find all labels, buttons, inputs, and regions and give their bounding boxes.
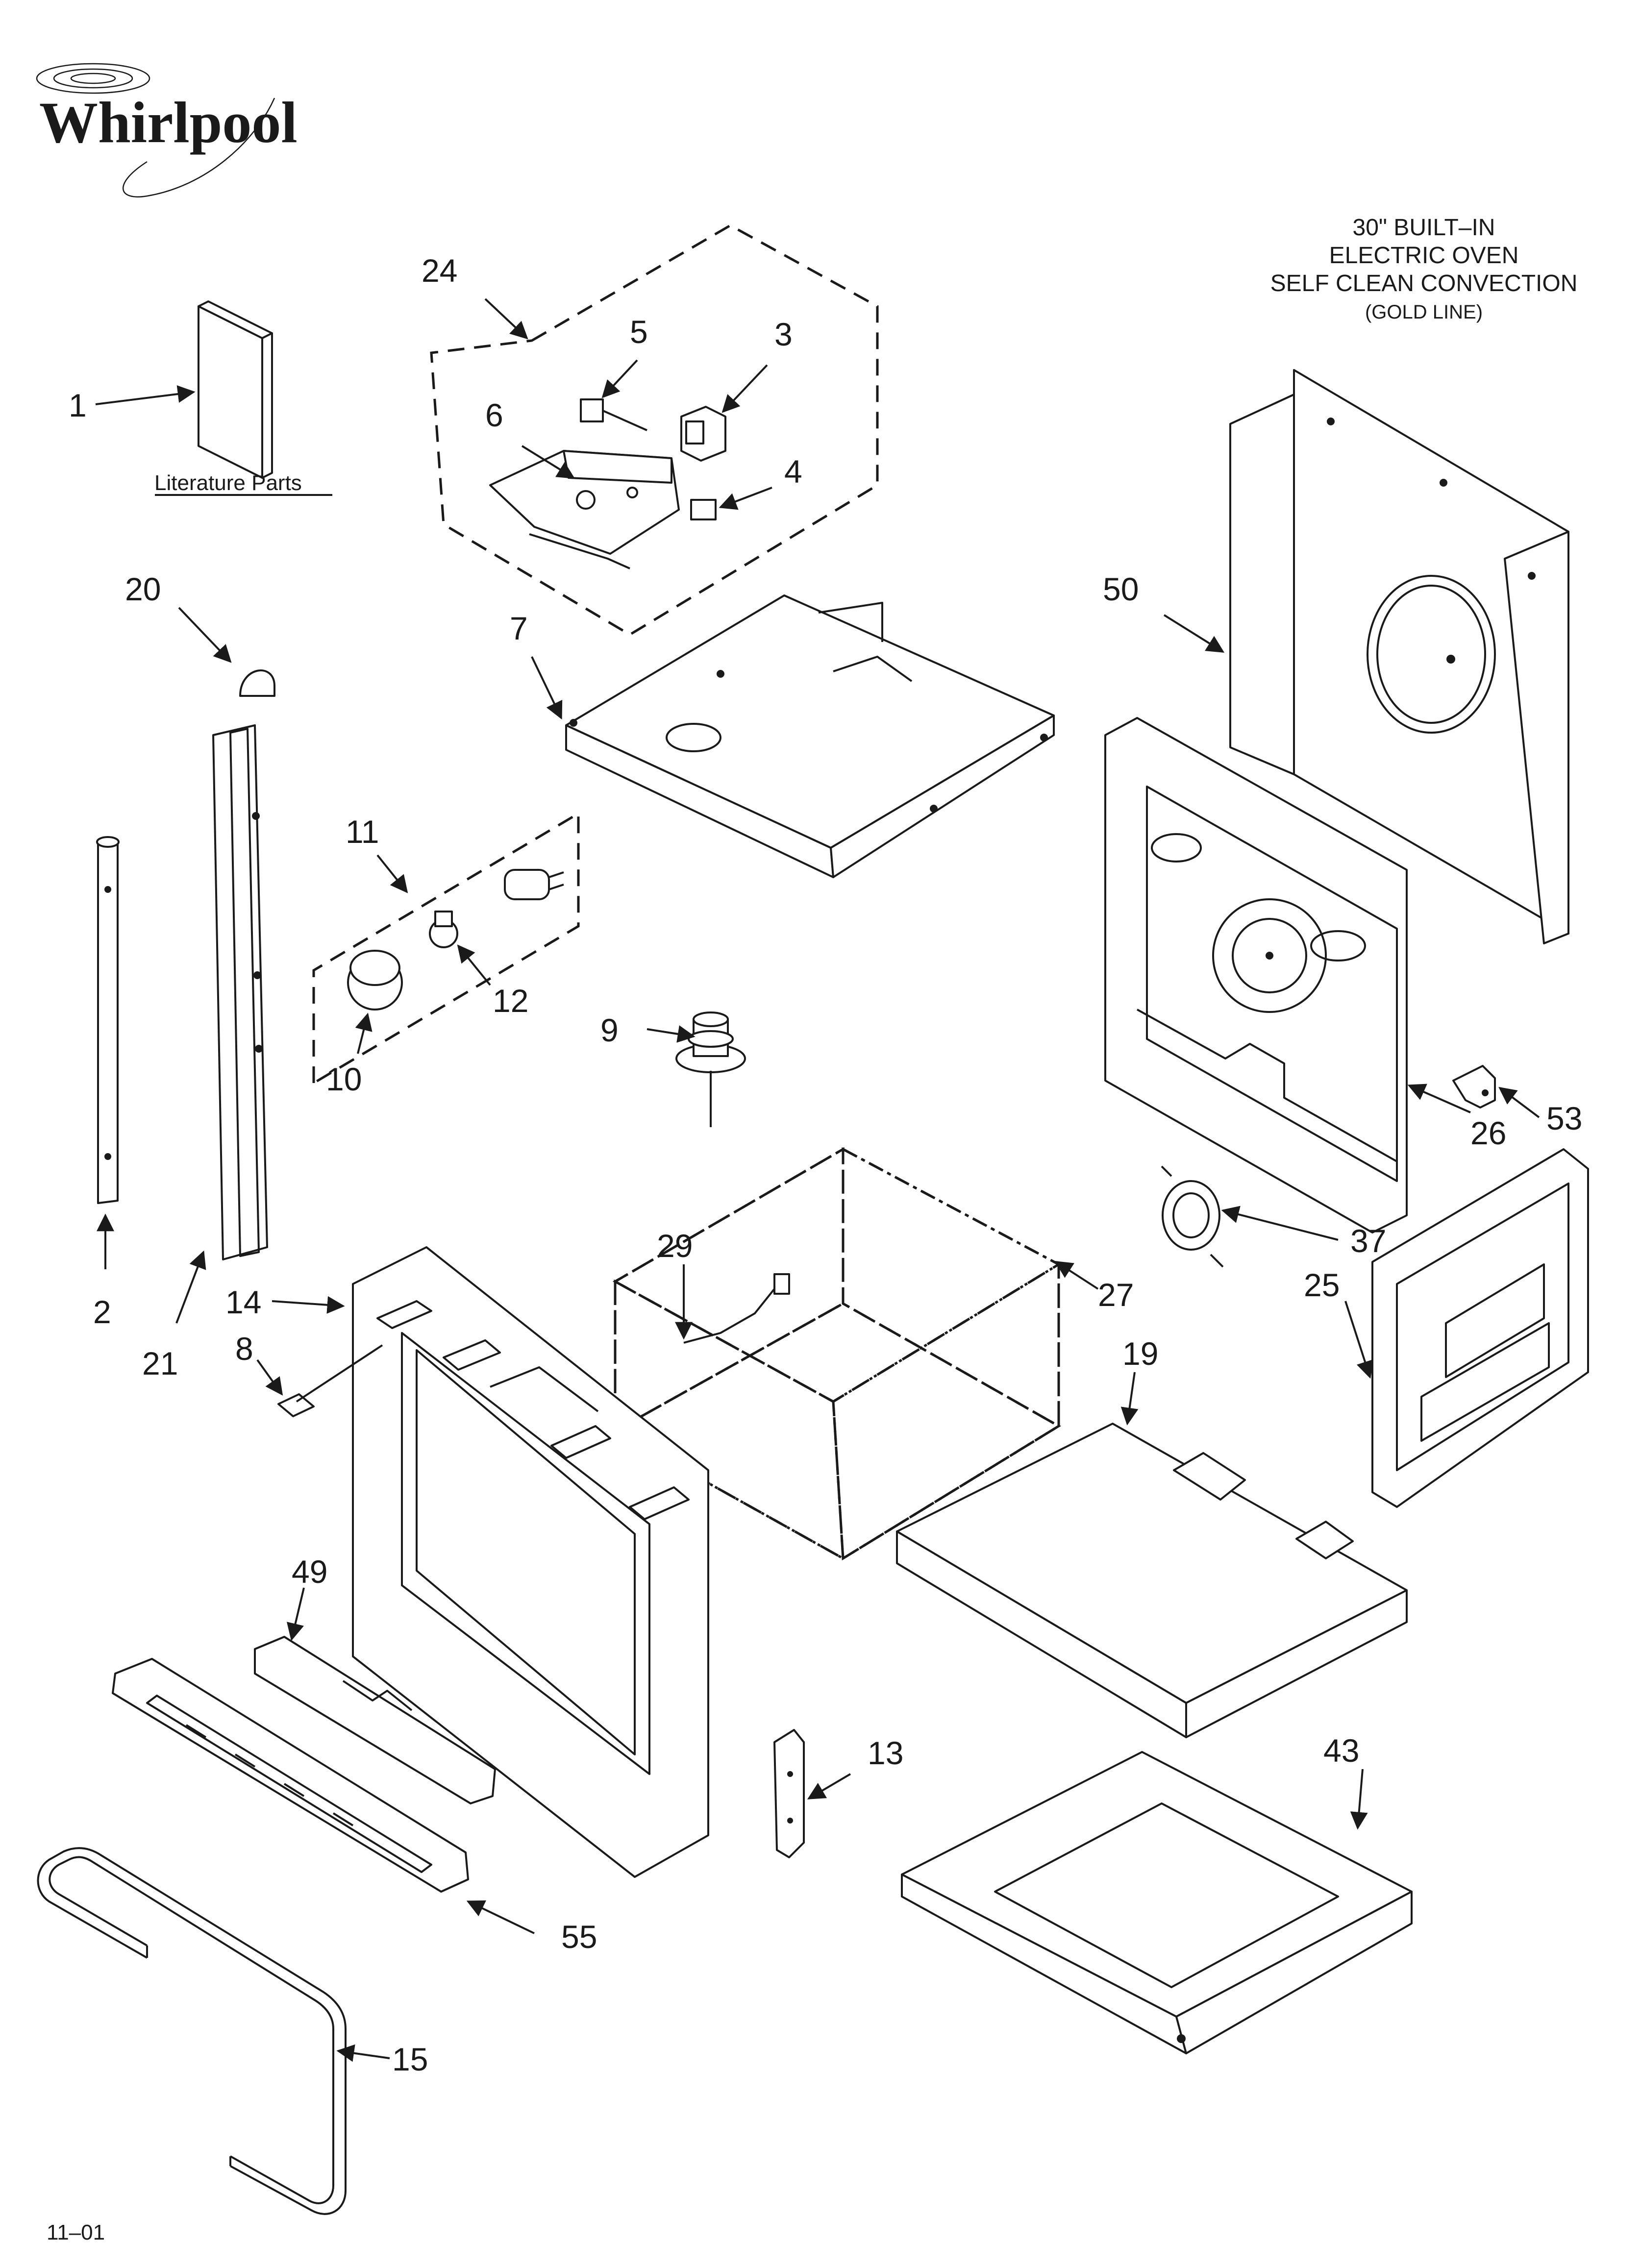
callout-19: 19: [1122, 1335, 1158, 1372]
callout-55: 55: [561, 1919, 597, 1955]
part-37-fan-motor: [1161, 1165, 1224, 1268]
title-line-4: (GOLD LINE): [1365, 301, 1483, 323]
part-21-side-rail: [212, 724, 268, 1260]
part-55-vent-trim: [112, 1658, 469, 1893]
callout-3: 3: [774, 316, 793, 352]
diagram-title: 30" BUILT–IN ELECTRIC OVEN SELF CLEAN CO…: [1270, 215, 1578, 323]
part-49-baffle: [254, 1636, 496, 1804]
title-line-3: SELF CLEAN CONVECTION: [1270, 271, 1578, 296]
part-43-drip-tray: [901, 1751, 1413, 2054]
callout-15: 15: [392, 2041, 428, 2077]
callout-leaders: [95, 298, 1540, 2062]
part-20-end-cap: [239, 669, 275, 697]
part-26-convection-back: [1104, 717, 1408, 1233]
callout-53: 53: [1546, 1100, 1582, 1136]
logo-swirl-icon: [36, 63, 275, 197]
callout-43: 43: [1323, 1732, 1359, 1769]
part-8-screw: [277, 1344, 383, 1417]
title-line-1: 30" BUILT–IN: [1353, 215, 1495, 241]
callout-21: 21: [142, 1345, 178, 1381]
callout-20: 20: [125, 571, 161, 607]
callout-6: 6: [485, 397, 503, 433]
callout-7: 7: [510, 610, 528, 646]
callout-24: 24: [422, 252, 457, 289]
callout-8: 8: [235, 1331, 253, 1367]
callout-10: 10: [326, 1061, 362, 1097]
callout-50: 50: [1103, 571, 1139, 607]
callout-29: 29: [657, 1228, 693, 1264]
callout-37: 37: [1350, 1223, 1386, 1259]
part-50-rear-panel: [1229, 369, 1569, 944]
title-line-2: ELECTRIC OVEN: [1329, 243, 1519, 269]
callout-numbers: 1 2 3 4 5 6 7 8 9 10 11 12 13 14 15 19 2…: [69, 252, 1582, 2077]
callout-49: 49: [292, 1553, 327, 1590]
callout-25: 25: [1304, 1267, 1340, 1303]
part-14-front-frame: [352, 1246, 709, 1878]
part-9-sensor: [675, 1011, 746, 1127]
callout-9: 9: [600, 1012, 619, 1048]
callout-27: 27: [1098, 1277, 1134, 1313]
part-7-top-panel: [565, 594, 1055, 878]
part-13-bracket: [773, 1729, 805, 1858]
part-1-literature: Literature Parts: [154, 300, 332, 496]
part-24-control-group: [430, 224, 879, 636]
callout-14: 14: [225, 1284, 261, 1320]
part-53-clip: [1452, 1065, 1496, 1109]
callout-5: 5: [630, 314, 648, 350]
callout-13: 13: [868, 1735, 903, 1771]
whirlpool-logo: Whirlpool: [36, 63, 298, 197]
callout-11: 11: [346, 814, 379, 850]
callout-26: 26: [1470, 1115, 1506, 1151]
part-25-side-panel: [1371, 1148, 1589, 1508]
literature-parts-label: Literature Parts: [154, 471, 302, 495]
callout-2: 2: [93, 1294, 111, 1330]
part-11-light-group: [312, 811, 580, 1085]
part-19-bottom-panel: [896, 1423, 1408, 1738]
part-15-door-gasket: [37, 1847, 347, 2215]
callout-1: 1: [69, 387, 87, 423]
brand-wordmark: Whirlpool: [39, 90, 298, 155]
callout-12: 12: [493, 983, 528, 1019]
callout-4: 4: [784, 453, 802, 490]
part-2-trim-strip: [96, 836, 120, 1204]
revision-code: 11–01: [47, 2220, 105, 2244]
